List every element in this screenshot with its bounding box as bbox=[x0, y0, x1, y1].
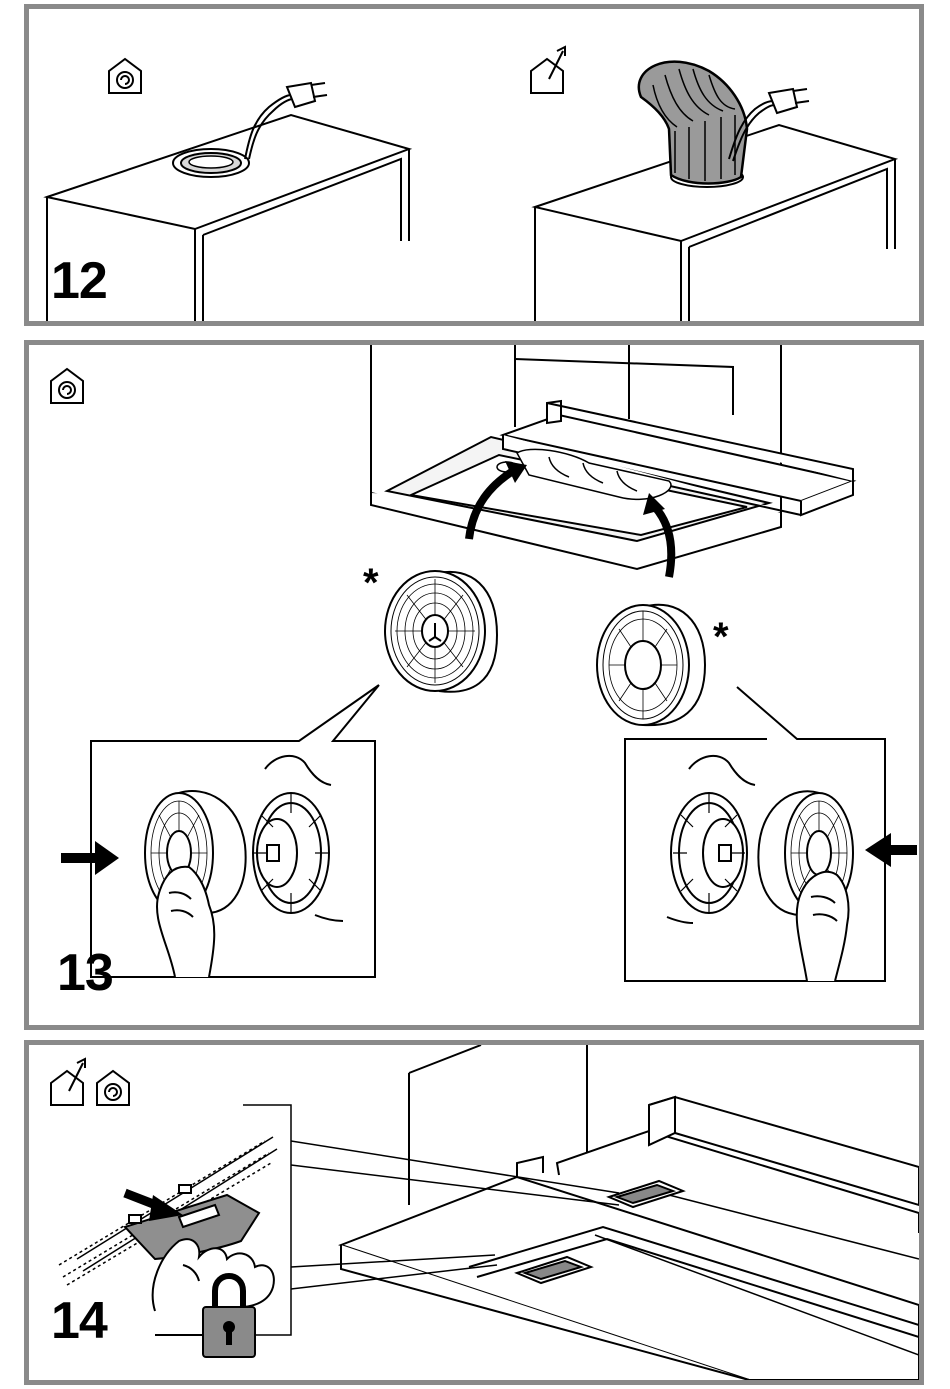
fan-grille-right bbox=[671, 793, 747, 913]
step-12-panel: 12 bbox=[24, 4, 924, 326]
fan-grille-left bbox=[253, 793, 329, 913]
extraction-mode-icon bbox=[531, 47, 565, 93]
recirculation-mode-icon bbox=[109, 59, 141, 93]
recirculation-mode-icon bbox=[51, 369, 83, 403]
hood-underside bbox=[371, 345, 853, 569]
step-13-panel: * * 13 bbox=[24, 340, 924, 1030]
carbon-filter-right bbox=[597, 605, 705, 725]
step-14-illustration bbox=[29, 1045, 919, 1380]
step-number-12: 12 bbox=[51, 255, 107, 307]
step-number-13: 13 bbox=[57, 947, 113, 999]
step-12-illustration bbox=[29, 9, 919, 321]
step-13-illustration bbox=[29, 345, 919, 1025]
optional-marker-right: * bbox=[713, 617, 729, 657]
step-14-panel: 14 bbox=[24, 1040, 924, 1385]
air-outlet-opening bbox=[173, 149, 249, 177]
extraction-mode-icon bbox=[51, 1059, 85, 1105]
carbon-filter-left bbox=[385, 571, 497, 692]
detail-inset-right bbox=[625, 687, 917, 981]
step-number-14: 14 bbox=[51, 1295, 107, 1347]
detail-inset-left bbox=[61, 685, 379, 977]
hood-body bbox=[341, 1045, 919, 1380]
optional-marker-left: * bbox=[363, 563, 379, 603]
recirculation-mode-icon bbox=[97, 1071, 129, 1105]
